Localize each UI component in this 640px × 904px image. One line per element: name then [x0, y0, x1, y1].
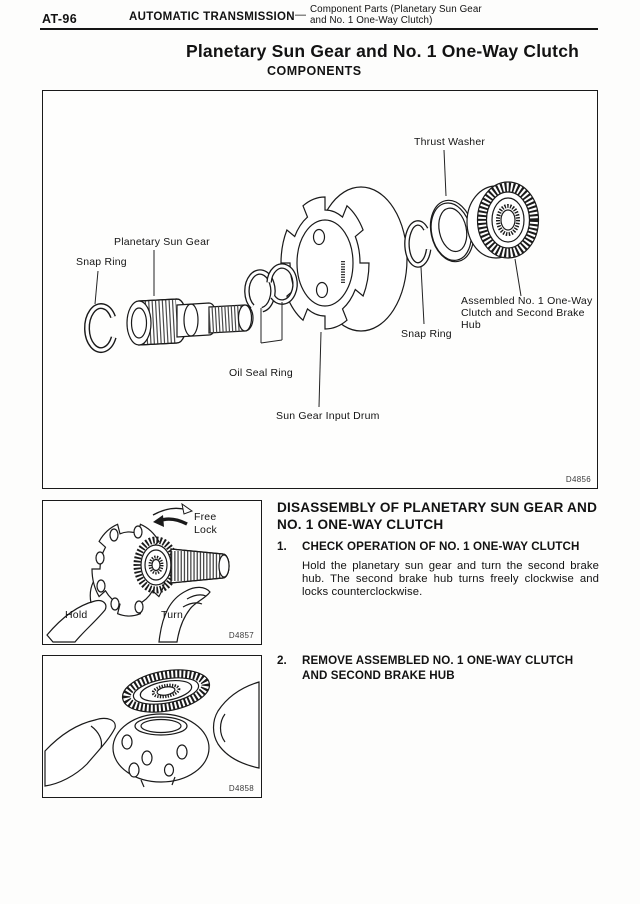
step-1: 1. CHECK OPERATION OF NO. 1 ONE-WAY CLUT…	[277, 540, 599, 599]
remove-clutch-art: D4858	[44, 669, 260, 793]
step-2-number: 2.	[277, 654, 287, 667]
snap-ring-right-art	[404, 220, 432, 268]
header-subsection-line2: and No. 1 One-Way Clutch)	[310, 15, 433, 26]
page-code: AT-96	[42, 12, 78, 26]
hand-turn-art	[158, 586, 211, 643]
check-operation-figure: Free Lock Hold Turn D4857	[42, 500, 262, 645]
drum-bottom-art	[112, 713, 210, 788]
step-2: 2. REMOVE ASSEMBLED NO. 1 ONE-WAY CLUTCH…	[277, 654, 599, 683]
leader-thrust-washer	[443, 149, 447, 197]
page-title: Planetary Sun Gear and No. 1 One-Way Clu…	[186, 41, 580, 61]
label-assembled-line3: Hub	[461, 319, 481, 331]
header-rule	[40, 28, 598, 31]
hand-left-art	[44, 717, 116, 787]
step-1-body: Hold the planetary sun gear and turn the…	[302, 559, 599, 598]
step-2-title: REMOVE ASSEMBLED NO. 1 ONE-WAY CLUTCH AN…	[302, 654, 574, 682]
label-thrust-washer: Thrust Washer	[414, 136, 485, 148]
clutch-ring-art	[121, 669, 211, 713]
check-operation-art: Free Lock Hold Turn D4857	[46, 502, 254, 643]
components-exploded-diagram: Snap Ring Planetary Sun Gear Oil Seal Ri…	[76, 136, 593, 484]
label-snap-ring-left: Snap Ring	[76, 256, 127, 268]
planetary-sun-gear-art	[126, 298, 254, 346]
leader-snap-ring-left	[94, 270, 99, 305]
label-planetary-sun-gear: Planetary Sun Gear	[114, 236, 210, 248]
header-dash: —	[295, 9, 306, 21]
disassembly-heading: DISASSEMBLY OF PLANETARY SUN GEAR AND NO…	[277, 500, 598, 532]
label-hold: Hold	[65, 609, 87, 621]
label-turn: Turn	[161, 609, 183, 621]
leader-assembled-clutch	[514, 258, 522, 297]
snap-ring-left-art	[84, 303, 117, 353]
step-1-number: 1.	[277, 540, 287, 553]
label-assembled-line2: Clutch and Second Brake	[461, 307, 585, 319]
header-subsection-line1: Component Parts (Planetary Sun Gear	[310, 4, 482, 15]
figure-code-d4858: D4858	[229, 784, 254, 793]
components-figure: Snap Ring Planetary Sun Gear Oil Seal Ri…	[42, 90, 598, 489]
label-snap-ring-right: Snap Ring	[401, 328, 452, 340]
header-section-title: AUTOMATIC TRANSMISSION	[129, 11, 295, 23]
leader-sun-gear-input-drum	[318, 331, 322, 408]
free-lock-arrows	[152, 502, 194, 527]
label-free: Free	[194, 511, 216, 523]
hand-right-art	[212, 681, 260, 769]
hub-shaft-art	[133, 536, 230, 594]
drum-art	[91, 523, 167, 617]
figure-code-d4856: D4856	[566, 475, 591, 484]
label-assembled-line1: Assembled No. 1 One-Way	[461, 295, 593, 307]
sun-gear-input-drum-art	[280, 186, 408, 332]
leader-snap-ring-right	[420, 266, 425, 325]
assembled-clutch-hub-art	[466, 181, 540, 259]
label-sun-gear-input-drum: Sun Gear Input Drum	[276, 410, 380, 422]
remove-clutch-figure: D4858	[42, 655, 262, 798]
label-lock: Lock	[194, 524, 218, 536]
label-oil-seal-ring: Oil Seal Ring	[229, 367, 293, 379]
components-subtitle: COMPONENTS	[267, 64, 362, 78]
leader-oil-seal-ring	[260, 302, 283, 344]
step-1-title: CHECK OPERATION OF NO. 1 ONE-WAY CLUTCH	[302, 540, 580, 553]
oil-seal-rings-art	[244, 263, 298, 313]
figure-code-d4857: D4857	[229, 631, 254, 640]
